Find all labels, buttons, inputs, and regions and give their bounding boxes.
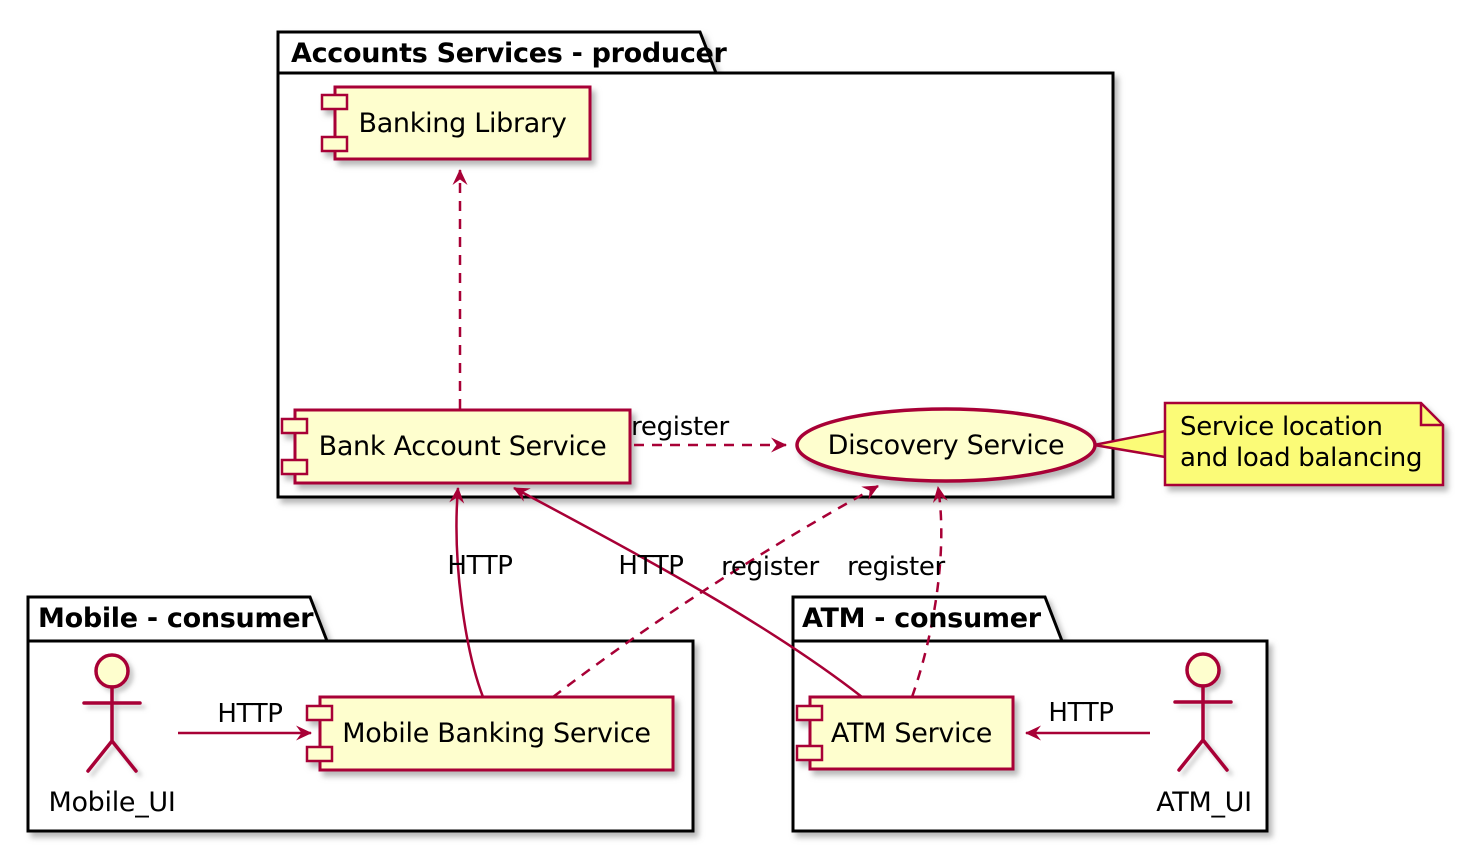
- actor-mobile-ui-figure: [82, 653, 142, 773]
- edge-label-register-bank: register: [631, 412, 729, 442]
- actor-atm-ui-figure: [1173, 652, 1233, 772]
- note-line-1: Service location: [1180, 412, 1383, 442]
- actor-label-atm-ui: ATM_UI: [1156, 787, 1252, 818]
- component-icon: [280, 458, 309, 476]
- package-title-mobile-consumer: Mobile - consumer: [38, 603, 314, 634]
- edge-label-http-atm-ui: HTTP: [1048, 698, 1114, 728]
- package-title-atm-consumer: ATM - consumer: [802, 603, 1041, 634]
- component-label-atm-service: ATM Service: [830, 717, 993, 749]
- component-icon: [305, 745, 334, 763]
- component-icon: [320, 135, 349, 153]
- actor-label-mobile-ui: Mobile_UI: [48, 787, 176, 818]
- component-mobile-banking-service: [305, 695, 675, 772]
- edge-label-http-mbs: HTTP: [447, 551, 513, 581]
- component-icon: [320, 93, 349, 111]
- component-label-bank-account-service: Bank Account Service: [318, 431, 607, 462]
- edge-atm-service-to-bank-account: [513, 486, 863, 698]
- component-banking-library: [320, 85, 592, 161]
- note-fold-icon: [1419, 403, 1443, 427]
- edge-mobile-banking-to-bank-account: [449, 487, 485, 698]
- edge-atm-service-to-discovery: [910, 486, 948, 698]
- component-bank-account-service: [280, 408, 632, 485]
- edge-label-http-atm: HTTP: [618, 551, 684, 581]
- component-icon: [305, 704, 334, 722]
- note-line-2: and load balancing: [1180, 443, 1423, 473]
- note-text: Service location and load balancing: [1180, 412, 1422, 474]
- component-icon: [280, 417, 309, 435]
- component-icon: [795, 744, 824, 762]
- discovery-service-label: Discovery Service: [827, 429, 1065, 461]
- component-label-banking-library: Banking Library: [358, 107, 567, 139]
- package-atm-consumer: [791, 595, 1269, 833]
- package-title-accounts-producer: Accounts Services - producer: [291, 38, 727, 69]
- edge-mobile-banking-to-discovery: [552, 484, 879, 698]
- edge-label-register-mbs: register: [721, 552, 819, 582]
- component-atm-service: [795, 695, 1015, 771]
- component-icon: [795, 704, 824, 722]
- component-label-mobile-banking-service: Mobile Banking Service: [342, 718, 651, 749]
- edge-label-http-mobile-ui: HTTP: [217, 699, 283, 729]
- edge-label-register-atm: register: [847, 552, 945, 582]
- note-service-location: [1163, 401, 1445, 487]
